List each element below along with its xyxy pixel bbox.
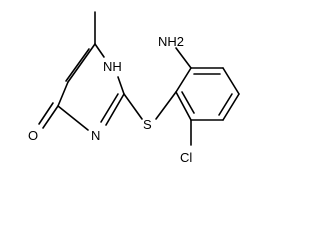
bond-c5-c4 (57, 81, 69, 107)
atom-label-chlorine: Cl (180, 150, 192, 165)
atom-label-sulfur: S (143, 117, 152, 132)
bond-c4-o-double (38, 102, 54, 125)
bond-c6-c5 (67, 43, 96, 83)
atom-label-ring-n: N (91, 128, 100, 143)
bond-c6-c5-double (65, 48, 90, 82)
bond-c2-nh2 (175, 47, 192, 69)
atom-label-oxygen: O (28, 128, 38, 143)
atom-label-amino: NH2 (158, 34, 184, 49)
bond-c3-c4 (222, 67, 240, 95)
bond-c4-c5-double (218, 93, 233, 116)
bond-c6-n1 (94, 43, 105, 58)
atom-label-ring-nh: NH (103, 59, 122, 74)
bond-c2-s (123, 93, 143, 120)
bond-c6-c1-double (181, 91, 195, 114)
bond-n3-c2 (105, 93, 125, 126)
bond-c4-c5 (222, 93, 240, 121)
bond-c4-o (42, 105, 59, 129)
molecule-svg: NH2 NH N O S Cl (28, 11, 240, 165)
bond-c6-c1 (175, 91, 192, 121)
bond-n3-c2-double (100, 93, 119, 123)
bond-n1-c2 (117, 76, 125, 95)
bond-c4-n3 (57, 105, 89, 131)
bond-s-c1 (155, 91, 177, 120)
bond-c1-c2 (175, 67, 192, 93)
structure-diagram: NH2 NH N O S Cl (28, 11, 240, 165)
